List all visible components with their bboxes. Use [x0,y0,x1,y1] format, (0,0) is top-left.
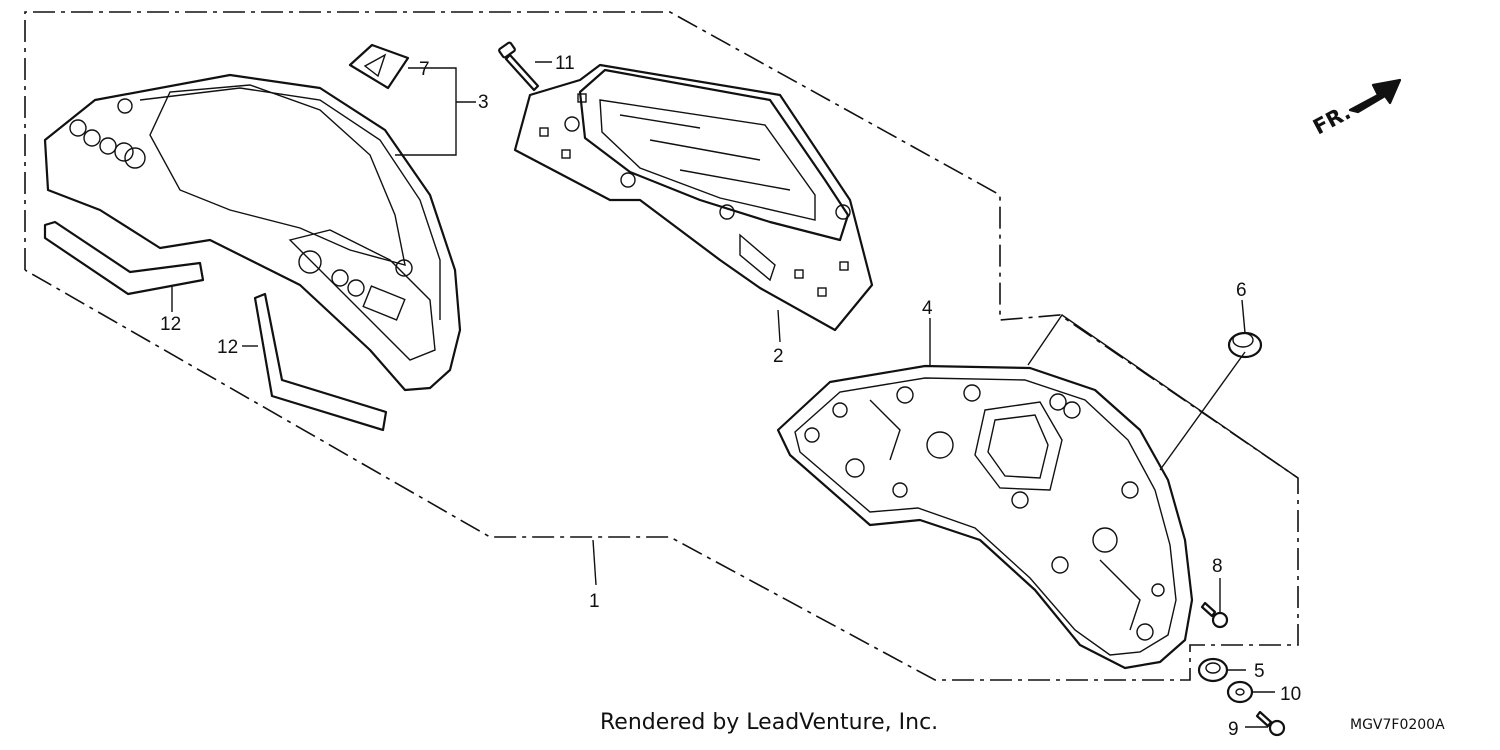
callout-8: 8 [1212,556,1223,577]
screw-part-9[interactable] [1255,710,1286,737]
front-direction-arrow: FR. [1309,78,1402,139]
callout-7: 7 [419,59,430,80]
callout-6: 6 [1236,280,1247,301]
front-direction-label: FR. [1309,100,1355,139]
callout-12a: 12 [160,314,181,335]
seal-part-12-right[interactable] [253,292,388,432]
callout-4: 4 [922,298,933,319]
washer-part-10[interactable] [1226,680,1254,704]
diagram-code: MGV7F0200A [1350,717,1445,733]
callout-1: 1 [589,591,600,612]
callout-11: 11 [555,53,575,74]
seal-part-12-left[interactable] [43,220,205,296]
grommet-part-5[interactable] [1197,657,1229,683]
callout-10: 10 [1280,684,1301,705]
assembly-boundary-1 [24,11,1299,681]
screw-part-11[interactable] [498,41,540,92]
grommet-part-6[interactable] [1227,331,1263,359]
meter-case-lower-part-4[interactable] [776,364,1194,670]
callout-9: 9 [1228,719,1239,740]
callout-5: 5 [1254,661,1265,682]
callout-12b: 12 [217,337,238,358]
meter-assembly-part-2[interactable] [513,63,874,332]
credit-text: Rendered by LeadVenture, Inc. [600,710,939,735]
emblem-part-7[interactable] [348,43,410,90]
callout-2: 2 [773,346,784,367]
screw-part-8[interactable] [1200,601,1229,629]
leader-lines [171,61,1299,728]
callout-3: 3 [478,92,489,113]
meter-case-upper-part-3[interactable] [43,73,462,392]
